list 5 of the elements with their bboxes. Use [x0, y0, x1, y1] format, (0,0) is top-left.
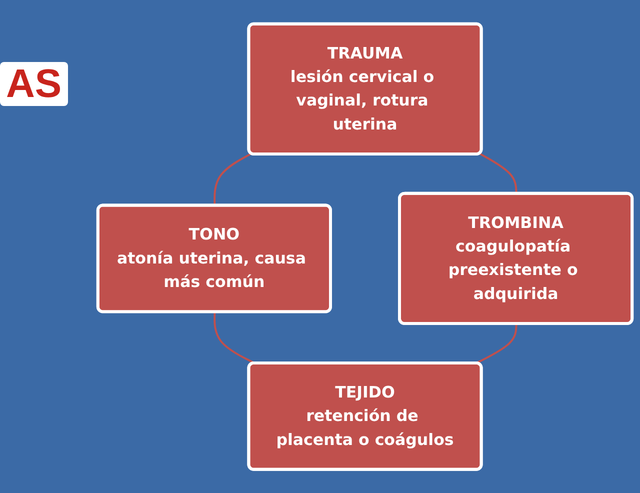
connector [479, 152, 518, 194]
connector [475, 324, 518, 364]
connector [214, 152, 252, 206]
connector [214, 312, 256, 364]
heading-fragment: AS [0, 62, 68, 106]
